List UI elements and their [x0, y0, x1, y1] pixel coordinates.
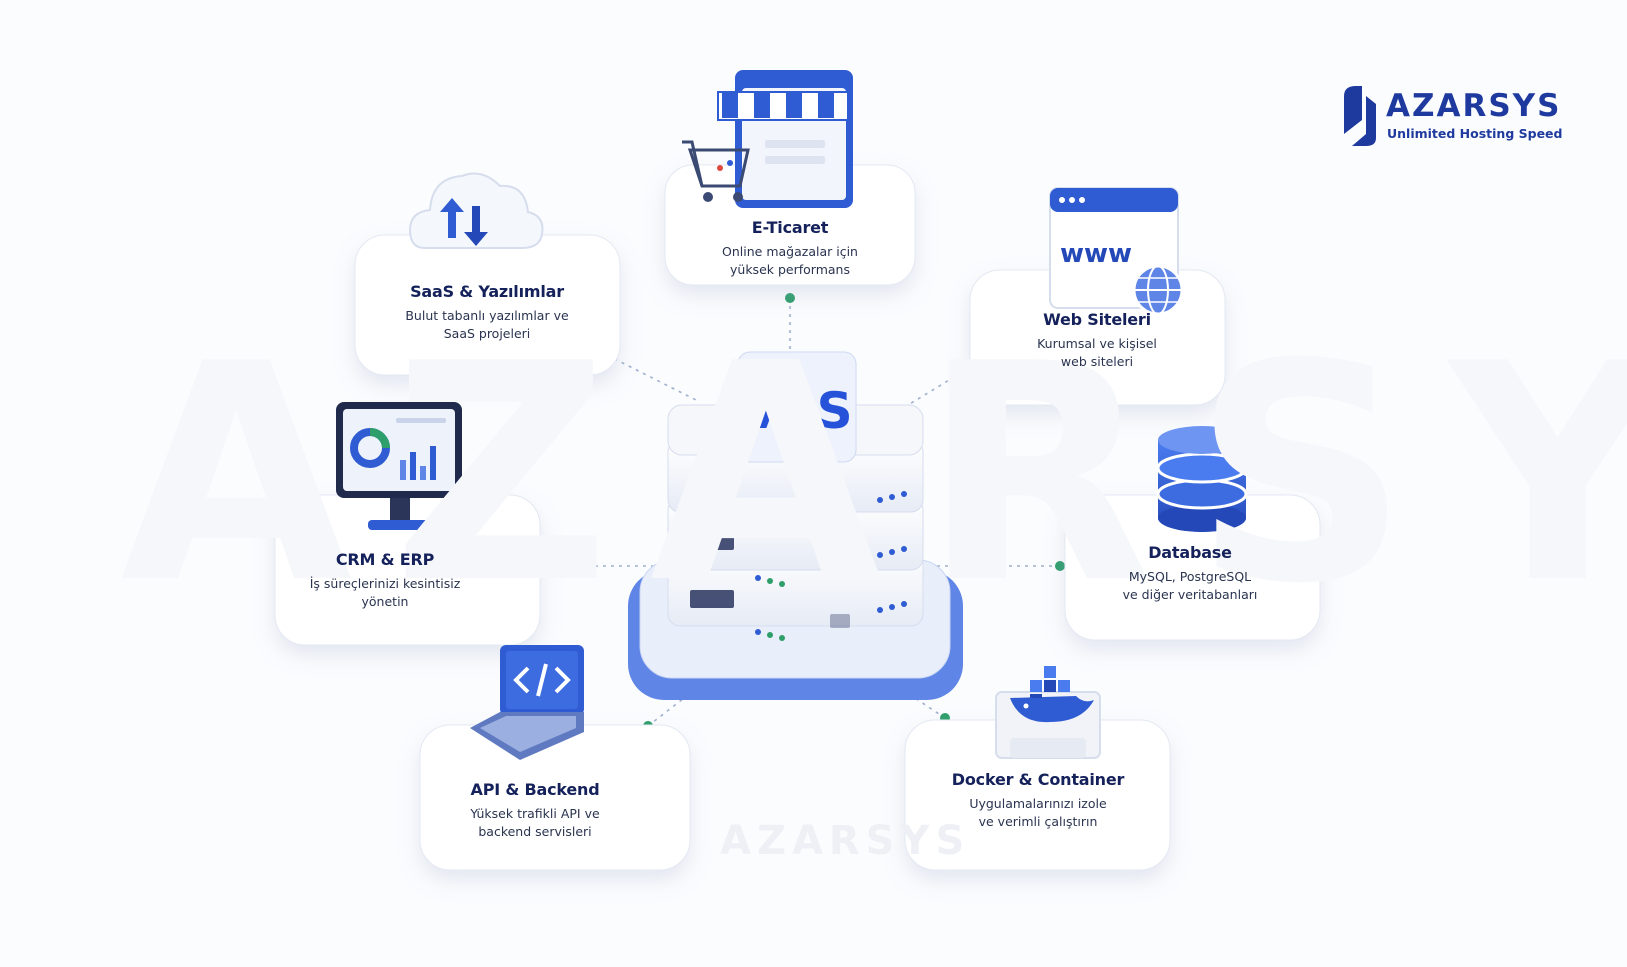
storefront-cart-icon: [682, 70, 853, 208]
node-desc-line1: Kurumsal ve kişisel: [1037, 336, 1157, 351]
node-title: API & Backend: [470, 780, 600, 799]
node-database: Database MySQL, PostgreSQL ve diğer veri…: [1040, 543, 1340, 604]
logo-name: AZARSYS: [1386, 88, 1562, 124]
server-vents: [690, 478, 850, 628]
node-desc-line2: yüksek performans: [730, 262, 850, 277]
laptop-code-icon: [470, 645, 584, 760]
node-title: Web Siteleri: [1043, 310, 1151, 329]
node-title: SaaS & Yazılımlar: [410, 282, 564, 301]
vps-server-stack: VPS: [628, 351, 963, 700]
background-watermark-logo: AZARSYS: [120, 300, 1627, 649]
cloud-sync-icon: [408, 172, 544, 249]
node-desc-line2: ve diğer veritabanları: [1122, 587, 1258, 602]
node-docker: Docker & Container Uygulamalarınızı izol…: [888, 770, 1188, 831]
footer-watermark-logo: AZARSYS: [720, 818, 971, 864]
node-desc-line1: Uygulamalarınızı izole: [969, 796, 1107, 811]
node-saas: SaaS & Yazılımlar Bulut tabanlı yazılıml…: [337, 282, 637, 343]
node-desc-line1: Online mağazalar için: [722, 244, 858, 259]
node-desc-line2: backend servisleri: [478, 824, 592, 839]
vps-sign: [737, 351, 857, 463]
database-cylinder-icon: [1156, 426, 1248, 532]
docker-whale-icon: [995, 666, 1101, 759]
node-desc-line2: web siteleri: [1060, 354, 1134, 369]
browser-www-globe-icon: www: [1049, 187, 1184, 316]
node-desc-line1: Yüksek trafikli API ve: [470, 806, 600, 821]
node-web: Web Siteleri Kurumsal ve kişisel web sit…: [947, 310, 1247, 371]
node-desc-line2: SaaS projeleri: [443, 326, 531, 341]
monitor-dashboard-icon: [336, 402, 462, 530]
azarsys-logo: AZARSYS Unlimited Hosting Speed: [1344, 86, 1564, 146]
connector-dot-eticaret: [785, 293, 795, 303]
node-desc-line2: ve verimli çalıştırın: [978, 814, 1098, 829]
connector-dot-database: [1055, 561, 1065, 571]
card-platforms: [274, 164, 1321, 871]
svg-text:www: www: [1060, 239, 1132, 269]
node-api: API & Backend Yüksek trafikli API ve bac…: [385, 780, 685, 841]
server-leds: [755, 491, 907, 641]
node-title: Docker & Container: [951, 770, 1125, 789]
node-desc-line1: MySQL, PostgreSQL: [1128, 569, 1252, 584]
node-crm: CRM & ERP İş süreçlerinizi kesintisiz yö…: [235, 550, 535, 611]
logo-tagline: Unlimited Hosting Speed: [1387, 126, 1563, 141]
node-title: E-Ticaret: [751, 218, 829, 237]
node-eticaret: E-Ticaret Online mağazalar için yüksek p…: [640, 218, 940, 279]
azarsys-logo-mark: [1344, 86, 1376, 146]
node-desc-line2: yönetin: [361, 594, 409, 609]
connector-dot-crm: [542, 561, 552, 571]
node-title: CRM & ERP: [335, 550, 435, 569]
vps-label: VPS: [741, 382, 852, 440]
node-title: Database: [1148, 543, 1232, 562]
connector-web: [894, 359, 983, 414]
node-desc-line1: İş süreçlerinizi kesintisiz: [309, 576, 461, 591]
node-desc-line1: Bulut tabanlı yazılımlar ve: [405, 308, 569, 323]
